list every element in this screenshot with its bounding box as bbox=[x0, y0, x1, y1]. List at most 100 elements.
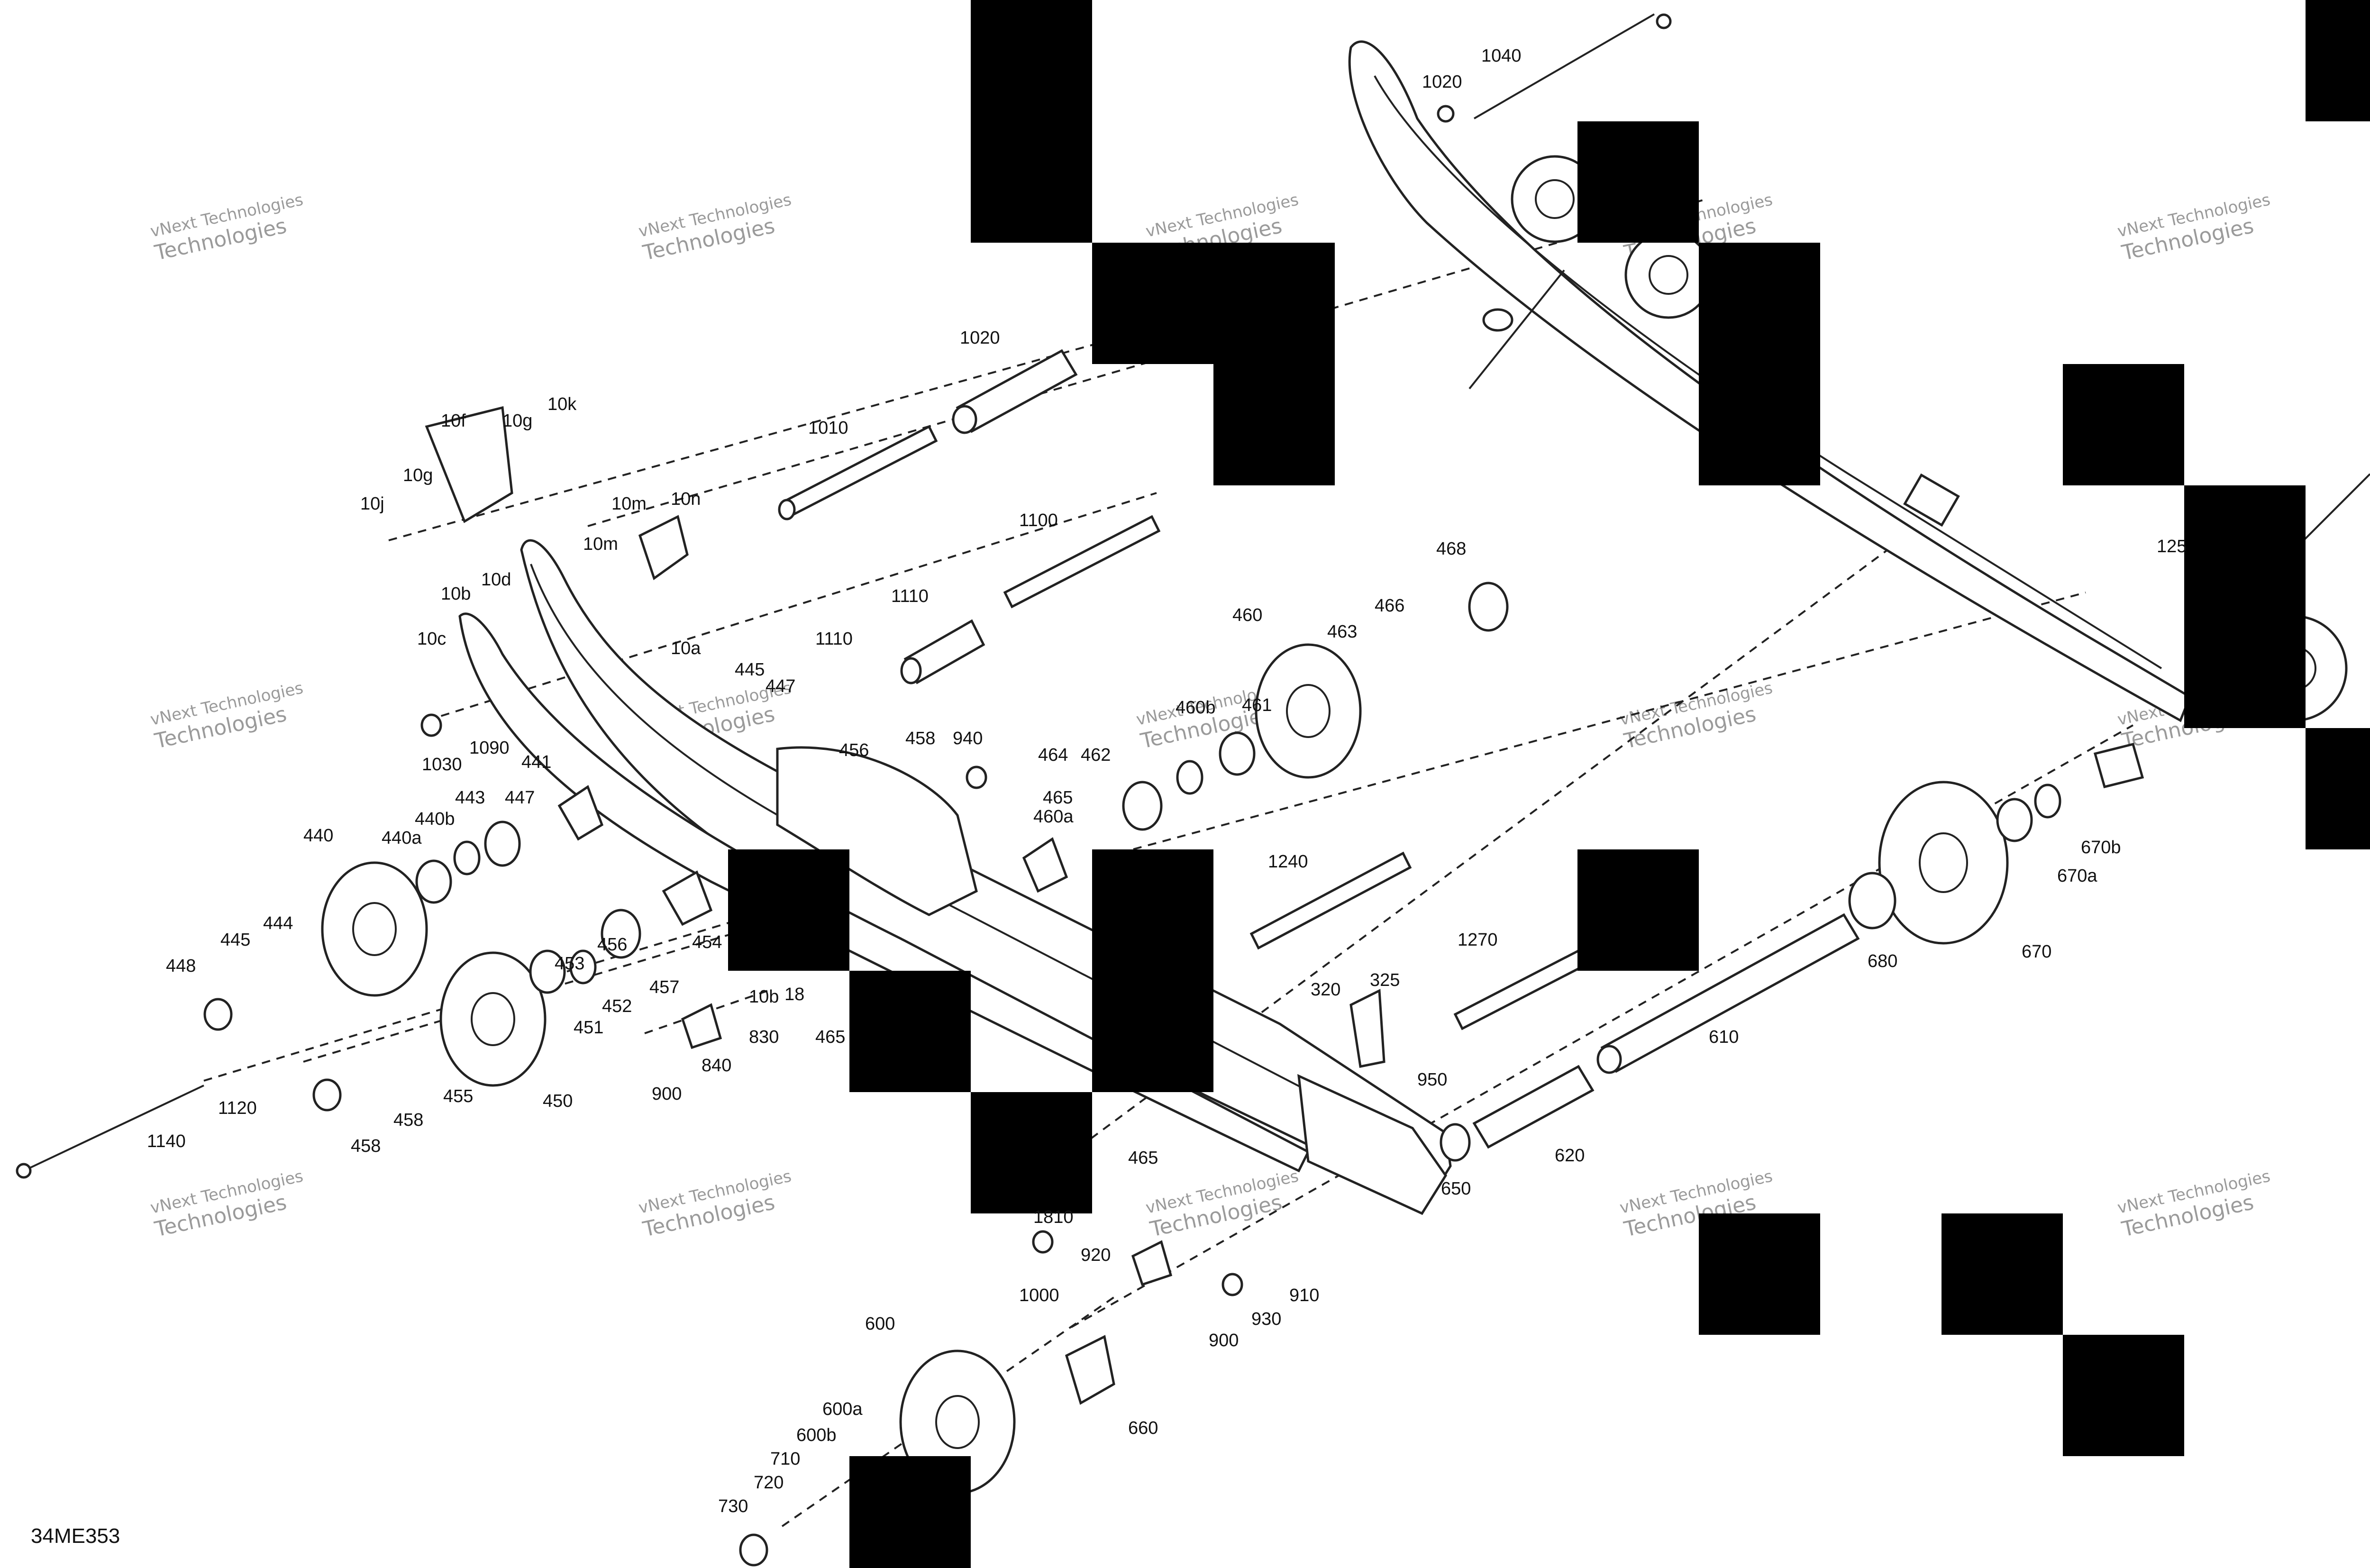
wheel-hub bbox=[1649, 255, 1688, 295]
redaction-blocks bbox=[728, 0, 2370, 1568]
part-label: 448 bbox=[166, 956, 196, 976]
part-label: 1030 bbox=[422, 755, 462, 775]
washer-1020 bbox=[1437, 105, 1455, 123]
part-label: 460a bbox=[1033, 807, 1074, 827]
part-label: 10d bbox=[481, 570, 511, 590]
part-label: 461 bbox=[1242, 695, 1272, 715]
spacer-620 bbox=[1472, 1065, 1595, 1149]
part-label: 830 bbox=[749, 1027, 779, 1047]
part-label: 1110 bbox=[891, 586, 929, 606]
part-10k bbox=[638, 515, 689, 581]
figure-code: 34ME353 bbox=[31, 1524, 120, 1548]
redaction-block bbox=[971, 1092, 1092, 1213]
part-label: 441 bbox=[521, 752, 551, 772]
part-label: 447 bbox=[766, 676, 795, 696]
shaft-1000 bbox=[780, 425, 938, 519]
wheel-hub bbox=[1286, 684, 1331, 738]
shaft-1090 bbox=[1003, 515, 1161, 609]
cap-hardware bbox=[2093, 742, 2144, 789]
part-660 bbox=[1065, 1335, 1115, 1405]
part-label: 445 bbox=[220, 930, 250, 950]
hardware-group bbox=[203, 406, 2144, 1567]
assembly-line bbox=[388, 302, 1242, 541]
part-label: 600a bbox=[822, 1399, 863, 1419]
part-label: 670a bbox=[2057, 866, 2097, 886]
shaft-1140 bbox=[1249, 851, 1412, 950]
part-label: 1810 bbox=[1033, 1207, 1074, 1227]
assembly-line bbox=[426, 492, 1157, 721]
part-label: 460 bbox=[1232, 605, 1262, 625]
part-label: 325 bbox=[1370, 970, 1400, 990]
part-label: 443 bbox=[455, 788, 485, 808]
rail-bracket bbox=[1903, 473, 1960, 527]
redaction-block bbox=[2063, 364, 2184, 485]
part-label: 465 bbox=[815, 1027, 845, 1047]
spacer-end bbox=[900, 657, 922, 684]
part-label: 950 bbox=[1417, 1070, 1447, 1090]
rear-rail bbox=[1348, 40, 2192, 722]
assembly-line bbox=[1118, 592, 2086, 854]
cap-1810 bbox=[739, 1533, 768, 1567]
part-label: 450 bbox=[543, 1091, 573, 1111]
washer-442 bbox=[484, 820, 521, 867]
part-label: 462 bbox=[1081, 745, 1111, 765]
redaction-block bbox=[1213, 364, 1335, 485]
part-label: 444 bbox=[263, 913, 293, 933]
part-label: 670 bbox=[2022, 942, 2051, 962]
part-label: 10n bbox=[671, 489, 701, 509]
rail-end-bracket bbox=[1297, 1074, 1447, 1215]
part-label: 458 bbox=[393, 1110, 423, 1130]
part-label: 458 bbox=[905, 729, 935, 748]
part-441 bbox=[557, 785, 604, 841]
wheel-hub bbox=[352, 902, 397, 956]
wheel-hub bbox=[1919, 832, 1968, 893]
nut-1270 bbox=[1032, 1230, 1054, 1254]
redaction-block bbox=[2184, 485, 2306, 728]
shaft-end bbox=[1596, 1045, 1622, 1074]
bracket-320 bbox=[1349, 989, 1386, 1068]
cross-shaft bbox=[1468, 269, 1565, 390]
shaft-end bbox=[778, 499, 796, 520]
part-label: 910 bbox=[1289, 1285, 1319, 1305]
assembly-line bbox=[1066, 525, 1921, 1158]
part-label: 440 bbox=[303, 826, 333, 846]
redaction-block bbox=[1577, 849, 1699, 971]
part-label: 10m bbox=[611, 494, 647, 514]
part-label: 1270 bbox=[1458, 930, 1498, 950]
part-label: 440b bbox=[415, 809, 455, 829]
part-label: 670b bbox=[2081, 838, 2121, 857]
part-label: 600 bbox=[865, 1314, 895, 1334]
redaction-block bbox=[1942, 1213, 2063, 1335]
part-label: 840 bbox=[702, 1056, 731, 1076]
wheel-450 bbox=[439, 951, 547, 1087]
shaft-end bbox=[1482, 308, 1513, 332]
cap-468 bbox=[1468, 582, 1509, 632]
part-label: 453 bbox=[555, 954, 584, 974]
redaction-block bbox=[1699, 243, 1820, 485]
bearing-450a bbox=[529, 949, 566, 994]
part-10f bbox=[425, 406, 513, 523]
part-label: 463 bbox=[1327, 622, 1357, 642]
part-label: 320 bbox=[1311, 980, 1340, 1000]
part-461 bbox=[1022, 837, 1068, 893]
part-label: 720 bbox=[754, 1473, 784, 1493]
part-label: 10b bbox=[441, 584, 471, 604]
part-label: 456 bbox=[839, 740, 869, 760]
part-label: 465 bbox=[1043, 788, 1073, 808]
part-label: 468 bbox=[1436, 539, 1466, 559]
front-rail-assembly bbox=[458, 539, 1452, 1215]
redaction-block bbox=[1577, 121, 1699, 243]
part-label: 451 bbox=[574, 1018, 603, 1038]
nut-1040 bbox=[420, 713, 442, 737]
part-label: 464 bbox=[1038, 745, 1068, 765]
part-label: 900 bbox=[652, 1084, 682, 1104]
redaction-block bbox=[728, 849, 849, 971]
part-900 bbox=[1131, 1240, 1173, 1286]
rail-10a bbox=[520, 539, 1452, 1206]
nut-840 bbox=[966, 766, 987, 789]
redaction-block bbox=[2306, 0, 2370, 121]
shaft-1120 bbox=[23, 1085, 204, 1172]
nut-930 bbox=[1221, 1273, 1243, 1296]
